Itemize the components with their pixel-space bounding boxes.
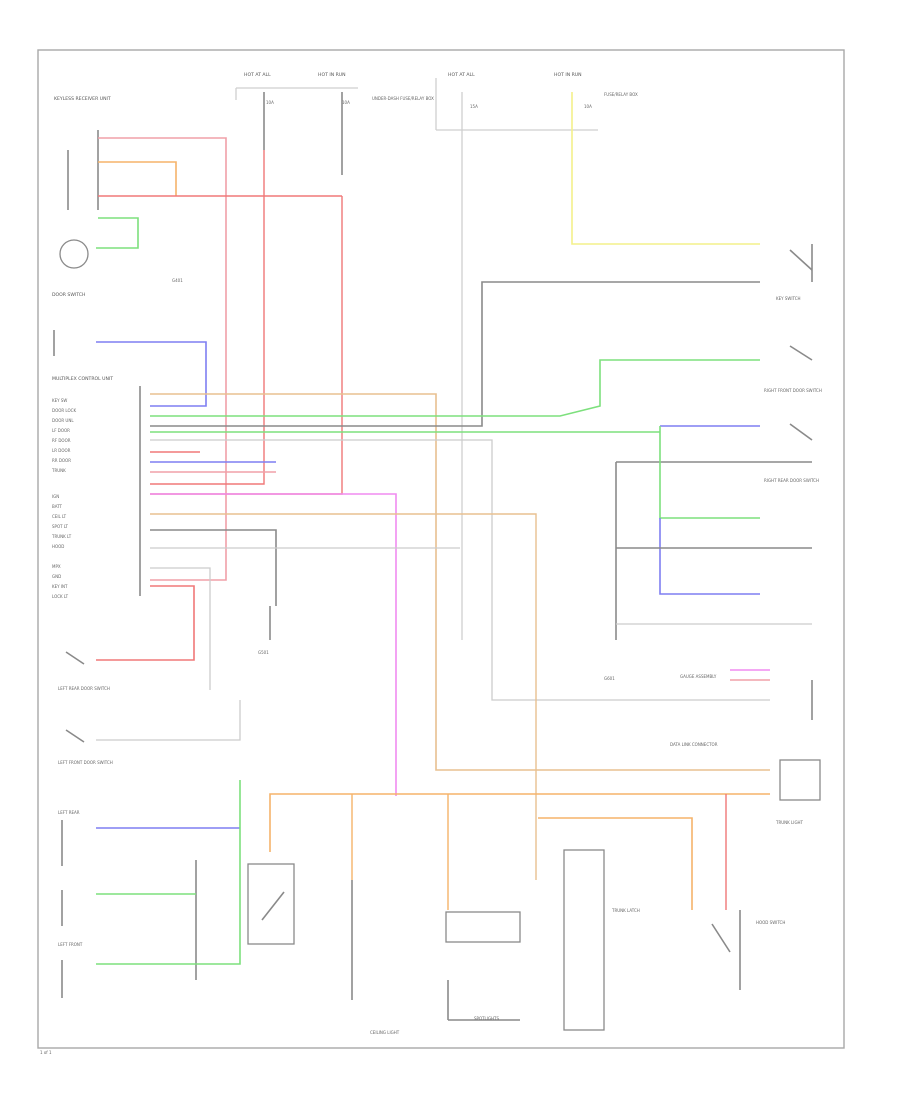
keyless-label: KEYLESS RECEIVER UNIT [54,96,111,102]
pin-3: LF DOOR [52,428,70,433]
lr-door-label: LEFT REAR DOOR SWITCH [58,686,110,691]
wire-tan-long [150,393,770,771]
fuse-a-label: 10A [266,100,274,105]
fuse-c-label: 15A [470,104,478,109]
fuse-box-left: HOT AT ALL HOT IN RUN 10A 10A UNDER-DASH… [235,72,434,105]
pin-15: GND [52,574,61,579]
gauge-assembly: GAUGE ASSEMBLY DATA LINK CONNECTOR [670,669,813,747]
hot-label-2: HOT IN RUN [318,72,346,78]
wire-green-left-long [96,780,241,965]
under-dash-label: UNDER-DASH FUSE/RELAY BOX [372,96,434,101]
left-rear-switch-a: LEFT REAR DOOR SWITCH [58,651,110,691]
trunk-latch: TRUNK LATCH [563,849,640,1031]
wire-green-right [659,426,760,519]
pin-14: MPX [52,564,61,569]
lf-door-label: LEFT FRONT DOOR SWITCH [58,760,113,765]
hot-label-3: HOT AT ALL [448,72,475,78]
wire-gray-to-key [150,281,760,427]
ground-g3: G601 [604,676,615,681]
sunroof-fuse-label: FUSE/RELAY BOX [604,92,638,97]
spotlights-label: SPOTLIGHTS [474,1016,500,1021]
rr-door-label: RIGHT REAR DOOR SWITCH [764,478,819,483]
relay-box [247,863,295,945]
wire-fuse-a-vert [150,150,265,485]
wire-yellow-drop [571,92,760,245]
wire-blue-top [96,341,207,407]
pin-16: KEY INT [52,584,68,589]
pin-17: LOCK LT [52,594,69,599]
wire-green-top [96,217,139,249]
wire-magenta [150,493,397,796]
key-switch-label: KEY SWITCH [776,296,801,301]
pin-9: BATT [52,504,63,509]
ceiling-light-label: CEILING LIGHT [370,1030,400,1035]
fuse-box-right: HOT AT ALL HOT IN RUN 15A 10A FUSE/RELAY… [435,72,638,131]
wire-orange-bus [269,793,770,852]
data-link-label: DATA LINK CONNECTOR [670,742,718,747]
key-switch: KEY SWITCH [776,244,813,301]
keyless-receiver-block: KEYLESS RECEIVER UNIT G401 [54,96,183,283]
wire-tan-2 [150,513,537,880]
diagram-frame [37,49,845,1049]
hood-switch-label: HOOD SWITCH [756,920,785,925]
multiplex-label: MULTIPLEX CONTROL UNIT [52,376,113,382]
right-rear-door-switch: RIGHT REAR DOOR SWITCH [615,423,819,640]
wire-orange-top [98,161,177,196]
multiplex-unit: MULTIPLEX CONTROL UNIT KEY SW DOOR LOCK … [51,376,141,599]
ground-g2: G501 [258,606,271,655]
hood-switch: HOOD SWITCH [711,910,785,990]
wire-pink-top [98,137,227,581]
wire-light-left [96,700,241,741]
door-switch-box: DOOR SWITCH [52,292,85,356]
pin-6: RR DOOR [52,458,71,463]
wire-pink-red-low [96,585,195,661]
ground-g3-label: G601 [604,676,615,681]
pin-10: CEIL LT [52,514,67,519]
wire-gray-mux [150,529,277,606]
pin-4: RF DOOR [52,438,71,443]
door-switch-label: DOOR SWITCH [52,292,85,298]
pin-13: HOOD [52,544,64,549]
hot-label-1: HOT AT ALL [244,72,271,78]
wire-orange-drop-3 [538,817,693,910]
pin-5: LR DOOR [52,448,71,453]
wire-green-mid [150,359,760,417]
pin-1: DOOR LOCK [52,408,76,413]
spotlights: SPOTLIGHTS [445,911,521,1021]
ground-g1-label: G401 [172,278,183,283]
left-front-switch-a: LEFT FRONT DOOR SWITCH [58,729,113,765]
pin-7: TRUNK [51,468,66,473]
trunk-light-label: TRUNK LIGHT [775,820,804,825]
pin-8: IGN [52,494,59,499]
hot-label-4: HOT IN RUN [554,72,582,78]
trunk-light: TRUNK LIGHT [775,759,821,825]
gauge-label: GAUGE ASSEMBLY [680,674,717,679]
left-rear-label: LEFT REAR [58,810,80,815]
wire-light-low [150,567,211,690]
left-front-label: LEFT FRONT [58,942,83,947]
ceiling-light: CEILING LIGHT [351,880,400,1035]
pin-11: SPOT LT [52,524,68,529]
pin-2: DOOR UNL [52,418,74,423]
wire-gray-light [150,439,770,701]
pin-0: KEY SW [52,398,67,403]
wire-pink-red-vert [150,196,343,495]
pin-12: TRUNK LT [51,534,72,539]
rf-door-label: RIGHT FRONT DOOR SWITCH [764,388,822,393]
wire-blue-right2 [659,518,760,595]
fuse-d-label: 10A [584,104,592,109]
ground-g2-label: G501 [258,650,269,655]
right-front-door-switch: RIGHT FRONT DOOR SWITCH [764,345,822,393]
fuse-b-label: 10A [342,100,350,105]
left-lower-switch-box: LEFT REAR LEFT FRONT [58,810,197,998]
footer-code: 1 of 1 [40,1050,52,1055]
trunk-latch-label: TRUNK LATCH [611,908,640,913]
